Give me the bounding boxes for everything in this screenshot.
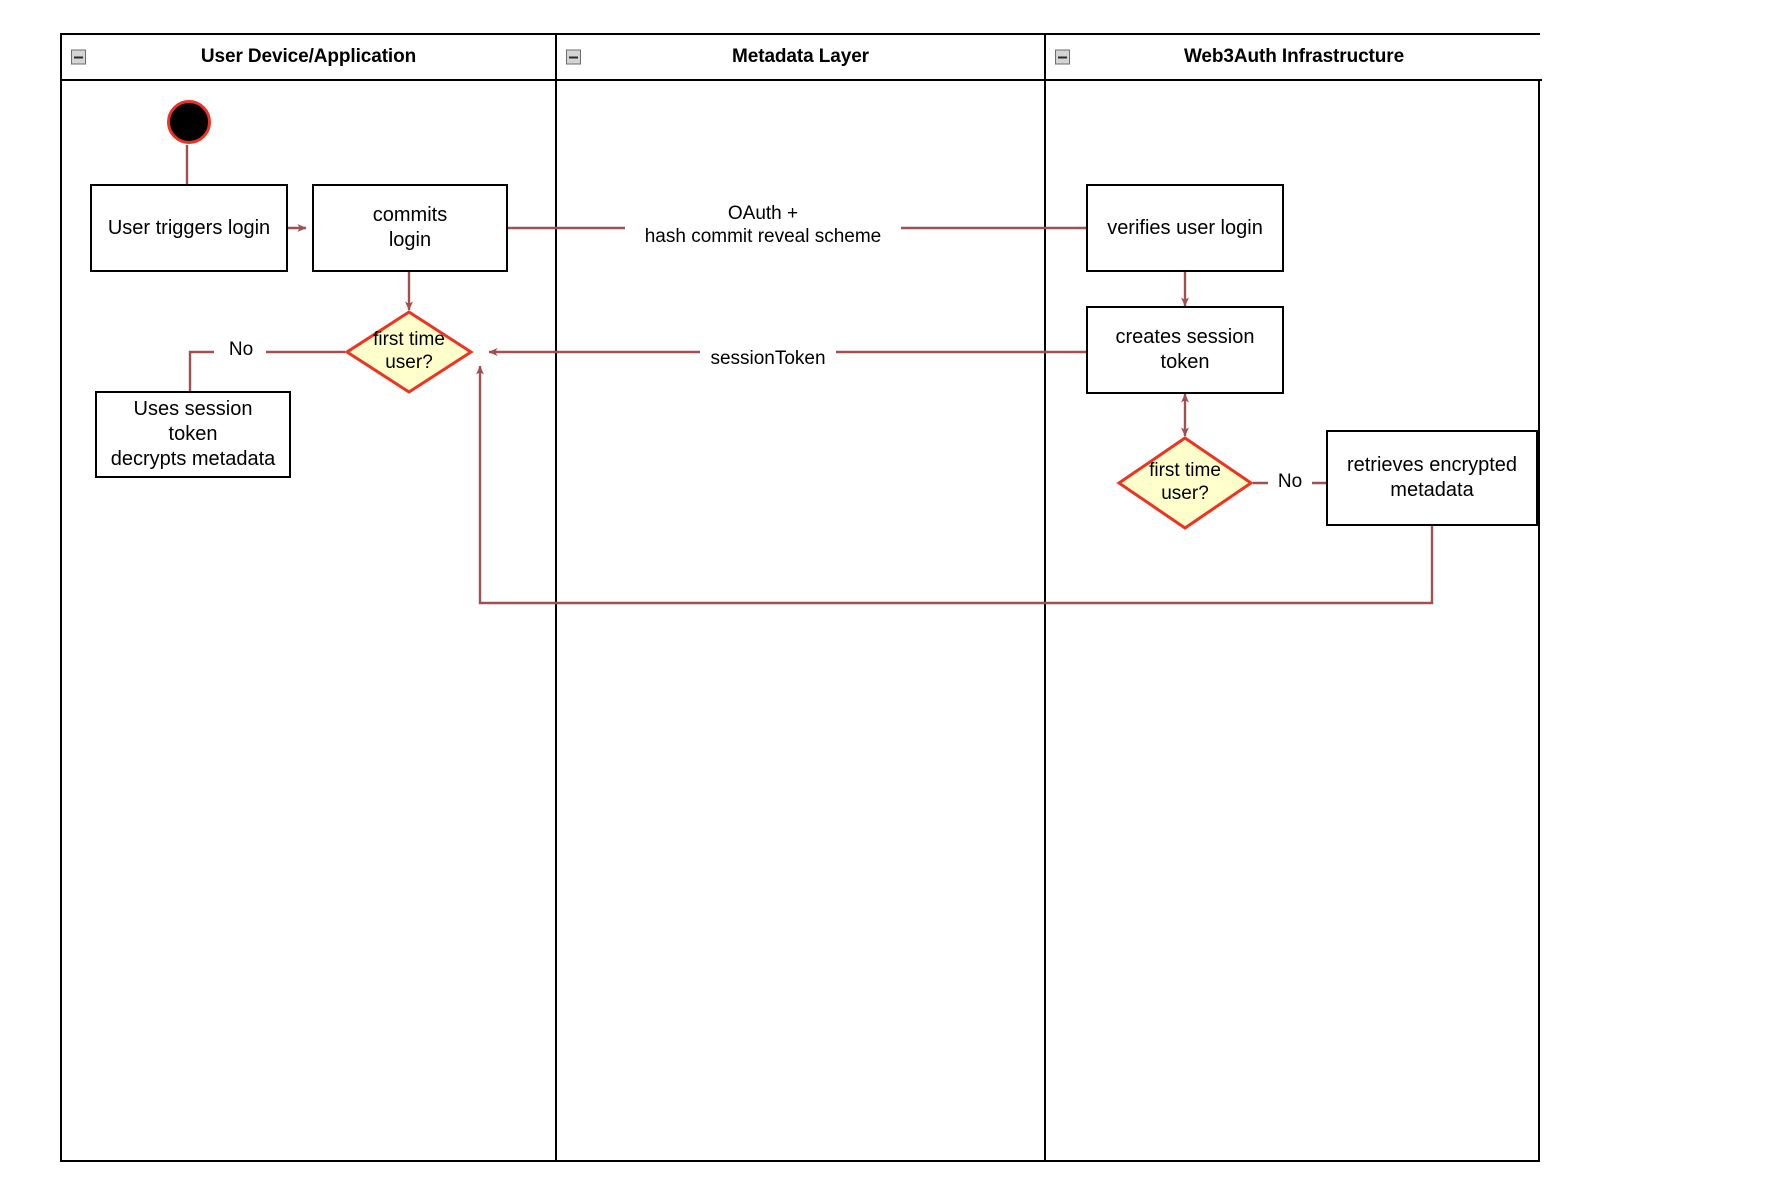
activity-label: verifies user login: [1107, 216, 1263, 239]
decision-first-time-user-right[interactable]: first time user?: [1116, 436, 1254, 530]
start-node[interactable]: [167, 100, 211, 144]
activity-commits-login[interactable]: commits login: [312, 184, 508, 272]
minus-box-icon[interactable]: [566, 49, 581, 65]
activity-verifies-user-login[interactable]: verifies user login: [1086, 184, 1284, 272]
lane-header-metadata-layer: Metadata Layer: [557, 35, 1044, 81]
lane-title-user-device: User Device/Application: [200, 46, 417, 67]
swimlane-user-device: User Device/Application: [62, 35, 555, 1160]
activity-label: Uses session token decrypts metadata: [110, 398, 276, 470]
edge-label-session-token: sessionToken: [700, 348, 836, 371]
decision-first-time-user-left[interactable]: first time user?: [344, 310, 474, 394]
activity-creates-session-token[interactable]: creates session token: [1086, 306, 1284, 394]
lane-header-web3auth: Web3Auth Infrastructure: [1046, 35, 1542, 81]
edge-label-no-right: No: [1268, 471, 1312, 494]
activity-label: creates session token: [1115, 326, 1255, 373]
activity-user-triggers-login[interactable]: User triggers login: [90, 184, 288, 272]
minus-box-icon[interactable]: [1055, 49, 1070, 65]
activity-label: User triggers login: [107, 216, 271, 239]
edge-label-oauth: OAuth + hash commit reveal scheme: [625, 203, 901, 249]
activity-retrieves-encrypted-metadata[interactable]: retrieves encrypted metadata: [1326, 430, 1538, 526]
activity-label: retrieves encrypted metadata: [1346, 454, 1518, 501]
activity-uses-session-token[interactable]: Uses session token decrypts metadata: [95, 391, 291, 478]
activity-label: commits login: [372, 204, 448, 251]
edge-label-no-left: No: [216, 339, 266, 362]
lane-header-user-device: User Device/Application: [62, 35, 555, 81]
lane-title-metadata-layer: Metadata Layer: [732, 46, 869, 67]
lane-title-web3auth: Web3Auth Infrastructure: [1183, 46, 1405, 67]
minus-box-icon[interactable]: [71, 49, 86, 65]
